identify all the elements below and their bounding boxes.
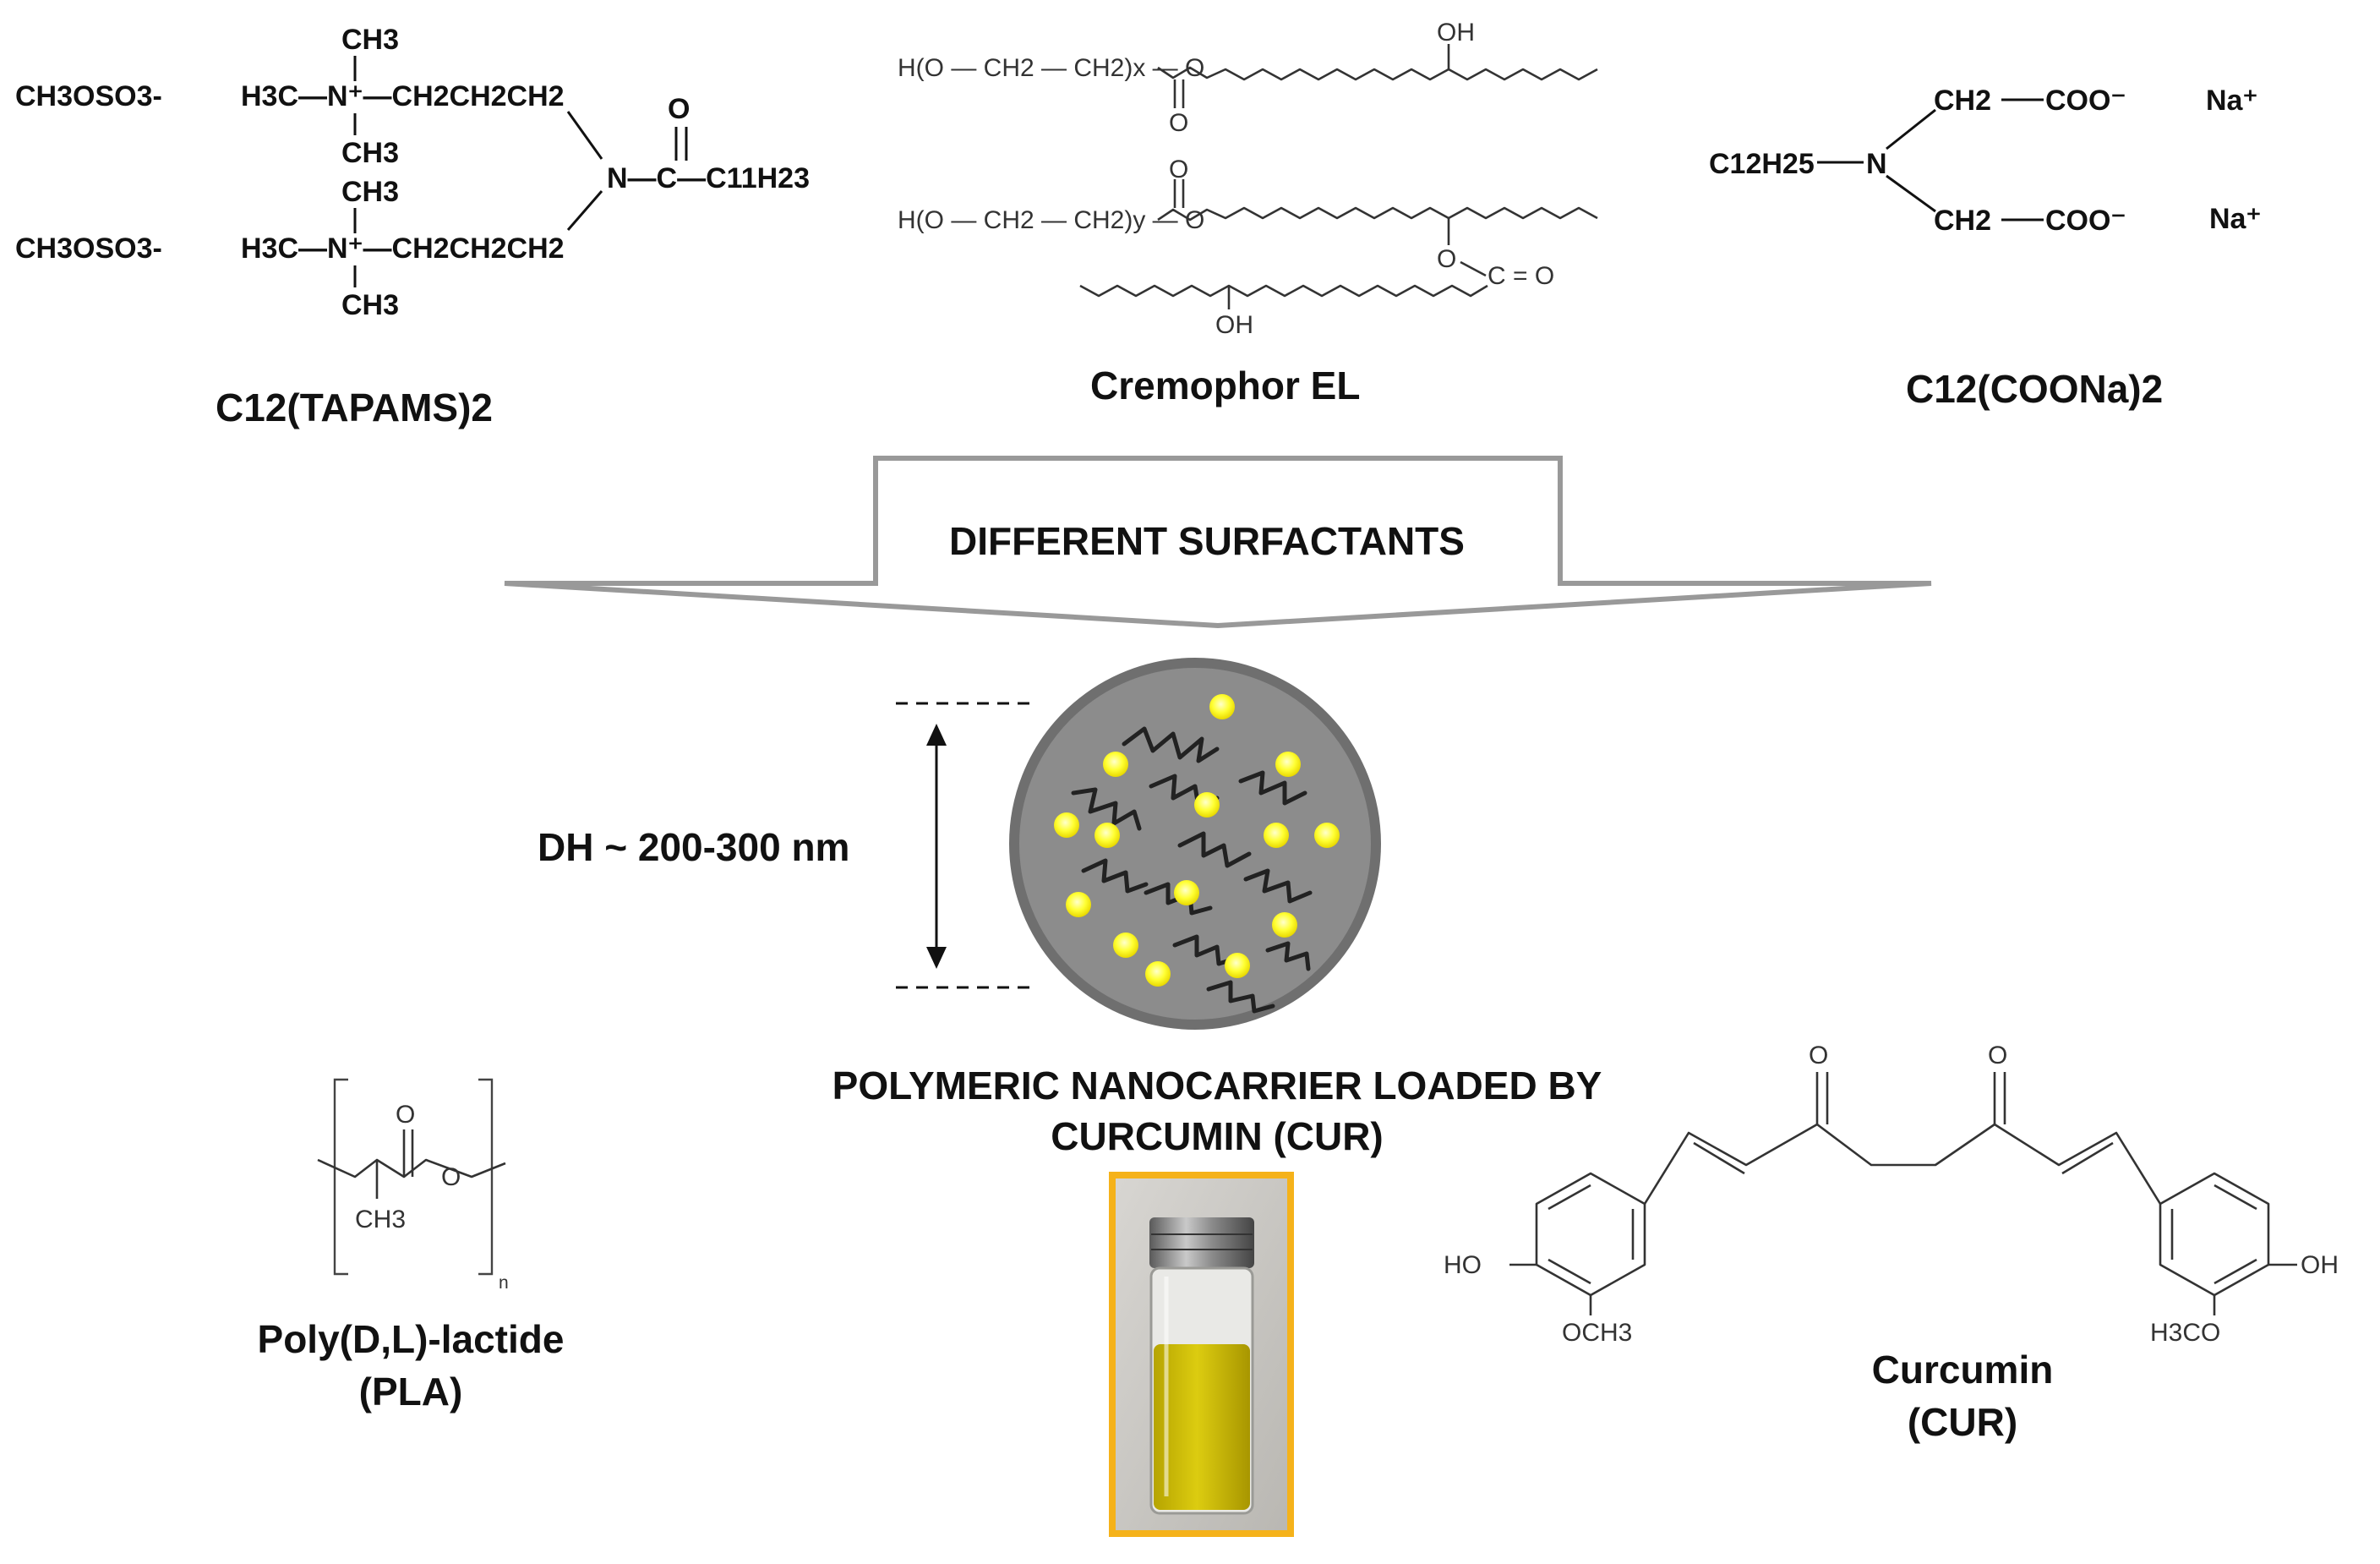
pla-structure: O O CH3 n Poly(D,L)-lactide (PLA)	[258, 1078, 565, 1414]
peg-chain-x: H(O — CH2 — CH2)x — O	[898, 54, 1204, 82]
sodium-top: Na⁺	[2206, 85, 2257, 117]
pla-ester-o: O	[441, 1163, 461, 1191]
surfactants-arrow: DIFFERENT SURFACTANTS	[504, 456, 1932, 629]
cremophor-structure: H(O — CH2 — CH2)x — O H(O — CH2 — CH2)y …	[898, 19, 1598, 407]
curcumin-structure: O O HO OCH3 OH H3CO Curcumin (CUR)	[1444, 1042, 2339, 1444]
cremophor-o-3: O	[1437, 245, 1456, 273]
pla-name-2: (PLA)	[359, 1370, 463, 1414]
vial-cap	[1149, 1217, 1254, 1268]
cremophor-o-2: O	[1169, 156, 1188, 183]
ch2-top: CH2	[1934, 85, 1991, 117]
amide-oxygen: O	[668, 93, 690, 125]
curcumin-dots	[1054, 694, 1340, 987]
carboxylate-bottom: COO⁻	[2045, 205, 2126, 237]
ch2-bottom: CH2	[1934, 205, 1991, 237]
pla-carbonyl-o: O	[396, 1101, 415, 1129]
tapams-structure: CH3OSO3- CH3OSO3- H3C—N⁺—CH2CH2CH2 H3C—N…	[15, 24, 810, 429]
cremophor-oh-1: OH	[1437, 19, 1475, 46]
pla-methyl: CH3	[355, 1206, 406, 1233]
peg-chain-y: H(O — CH2 — CH2)y — O	[898, 206, 1204, 234]
c12coona-structure: C12H25 N CH2 CH2 COO⁻ COO⁻ Na⁺ Na⁺ C12(C…	[1709, 85, 2261, 411]
alkyl-chain: C12H25	[1709, 148, 1815, 180]
nanocarrier-schematic: DH ~ 200-300 nm	[538, 658, 1602, 1158]
ammonium-group-1: H3C—N⁺—CH2CH2CH2	[241, 80, 565, 112]
curcumin-oh: OH	[2301, 1251, 2339, 1279]
sodium-bottom: Na⁺	[2209, 203, 2261, 235]
pla-name-1: Poly(D,L)-lactide	[258, 1317, 565, 1361]
c12coona-name: C12(COONa)2	[1906, 367, 2163, 411]
cremophor-carbonyl: C = O	[1488, 262, 1554, 290]
ammonium-group-2: H3C—N⁺—CH2CH2CH2	[241, 232, 565, 265]
pla-n: n	[499, 1273, 509, 1293]
nanocarrier-caption-2: CURCUMIN (CUR)	[1051, 1114, 1384, 1158]
curcumin-name-2: (CUR)	[1908, 1400, 2017, 1444]
amide-group: N—C—C11H23	[607, 162, 810, 194]
methyl-2-top: CH3	[341, 176, 399, 208]
curcumin-och3: OCH3	[1562, 1319, 1632, 1347]
nitrogen: N	[1866, 148, 1887, 180]
curcumin-o-2: O	[1988, 1042, 2007, 1069]
curcumin-name-1: Curcumin	[1872, 1348, 2054, 1392]
diameter-label: DH ~ 200-300 nm	[538, 825, 849, 869]
arrow-label: DIFFERENT SURFACTANTS	[949, 519, 1465, 563]
cremophor-o-1: O	[1169, 109, 1188, 137]
counterion-1: CH3OSO3-	[15, 80, 162, 112]
curcumin-h3co: H3CO	[2150, 1319, 2220, 1347]
curcumin-o-1: O	[1809, 1042, 1828, 1069]
polymer-chains	[1071, 726, 1313, 1014]
cremophor-oh-2: OH	[1215, 311, 1253, 339]
methyl-1-bottom: CH3	[341, 137, 399, 169]
cremophor-name: Cremophor EL	[1090, 364, 1360, 407]
vial-liquid	[1154, 1344, 1250, 1510]
tapams-name: C12(TAPAMS)2	[216, 386, 493, 429]
methyl-1-top: CH3	[341, 24, 399, 56]
vial-photo	[1109, 1172, 1294, 1537]
counterion-2: CH3OSO3-	[15, 232, 162, 265]
nanocarrier-caption-1: POLYMERIC NANOCARRIER LOADED BY	[832, 1064, 1602, 1107]
carboxylate-top: COO⁻	[2045, 85, 2126, 117]
curcumin-ho: HO	[1444, 1251, 1482, 1279]
dh-text: DH ~ 200-300 nm	[538, 825, 849, 869]
methyl-2-bottom: CH3	[341, 289, 399, 321]
